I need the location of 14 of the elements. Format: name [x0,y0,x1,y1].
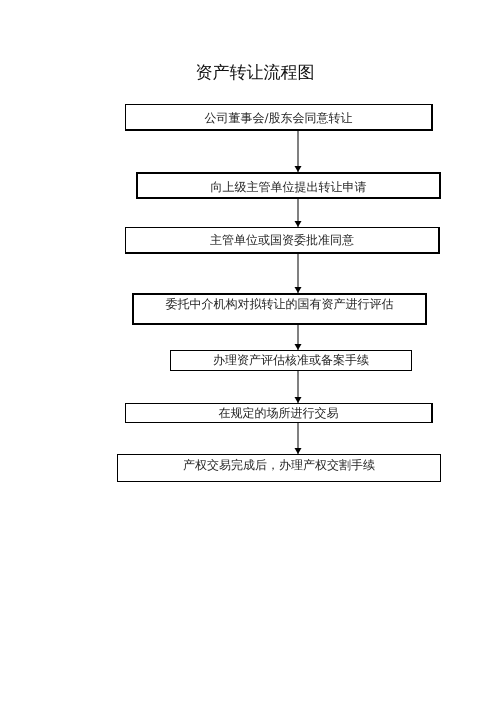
process-box: 在规定的场所进行交易 [125,403,433,423]
arrow [294,131,302,172]
process-box: 办理资产评估核准或备案手续 [170,350,412,371]
arrow [294,325,302,350]
title: 资产转让流程图 [196,63,314,83]
arrow [294,371,302,403]
arrow [294,254,302,293]
process-box: 产权交易完成后，办理产权交割手续 [117,454,441,482]
process-box: 向上级主管单位提出转让申请 [136,172,441,199]
arrow [294,199,302,227]
process-box: 公司董事会/股东会同意转让 [125,104,433,131]
process-box: 委托中介机构对拟转让的国有资产进行评估 [132,293,427,325]
arrow [294,423,302,454]
process-box: 主管单位或国资委批准同意 [125,227,440,254]
